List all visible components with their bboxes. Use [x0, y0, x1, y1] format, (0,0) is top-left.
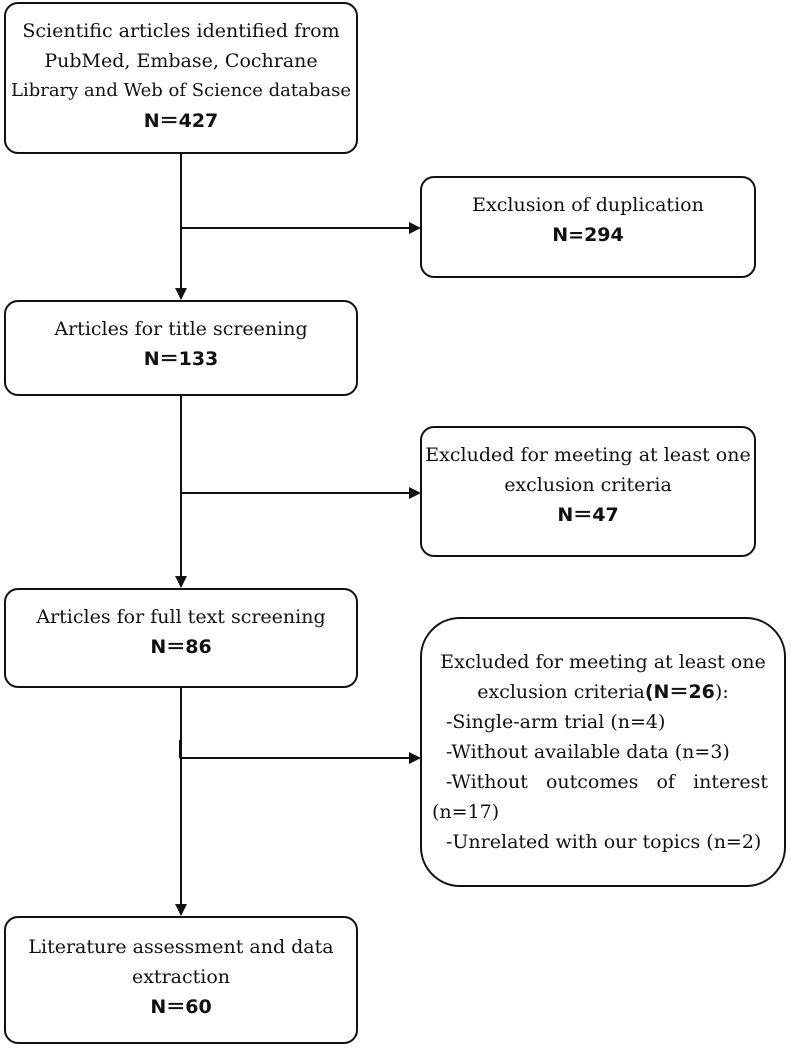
connector-identified-to-title: [180, 154, 182, 288]
final-box: Literature assessment and data extractio…: [4, 916, 358, 1044]
full-text-label: Articles for full text screening: [36, 606, 326, 628]
criteria-prefix: exclusion criteria: [477, 681, 645, 703]
exclusion-item-single-arm: -Single-arm trial (n=4): [446, 711, 666, 733]
exclusion-item-unrelated: -Unrelated with our topics (n=2): [446, 831, 762, 853]
word-3: of: [656, 771, 675, 793]
connector-fulltext-to-final: [180, 688, 182, 904]
final-count: N＝60: [150, 996, 212, 1018]
word-1: -Without: [446, 771, 528, 793]
identified-line-3: Library and Web of Science database: [10, 80, 351, 101]
arrow-head-fulltext: [175, 576, 187, 588]
arrow-head-excluded-title: [409, 487, 421, 499]
full-text-box: Articles for full text screening N＝86: [4, 588, 358, 688]
connector-to-excluded-title: [181, 492, 410, 494]
excluded-title-count: N＝47: [557, 504, 619, 526]
excluded-full-criteria: exclusion criteria(N＝26):: [422, 677, 784, 707]
final-line-1: Literature assessment and data: [28, 936, 334, 958]
arrow-head-title: [175, 288, 187, 300]
connector-title-to-fulltext: [180, 396, 182, 576]
title-screening-label: Articles for title screening: [54, 318, 308, 340]
criteria-count: (N＝26: [644, 681, 715, 703]
excluded-title-box: Excluded for meeting at least one exclus…: [420, 426, 756, 557]
exclusion-item-no-outcomes-count: (n=17): [432, 801, 500, 823]
identified-line-2: PubMed, Embase, Cochrane: [44, 50, 318, 72]
identified-count: N＝427: [143, 110, 219, 132]
exclusion-item-no-outcomes: -Without outcomes of interest: [446, 767, 768, 797]
identified-box: Scientific articles identified from PubM…: [4, 2, 358, 154]
exclusion-item-no-data: -Without available data (n=3): [446, 741, 730, 763]
duplication-label: Exclusion of duplication: [472, 194, 704, 216]
connector-to-excluded-full: [181, 757, 410, 759]
word-2: outcomes: [545, 771, 639, 793]
excluded-full-heading: Excluded for meeting at least one: [440, 651, 766, 673]
arrow-head-excluded-full: [409, 752, 421, 764]
excluded-full-box: Excluded for meeting at least one exclus…: [420, 617, 786, 887]
duplication-count: N=294: [552, 224, 624, 246]
title-screening-count: N＝133: [143, 348, 219, 370]
full-text-count: N＝86: [150, 636, 212, 658]
arrow-head-final: [175, 904, 187, 916]
arrow-head-duplication: [409, 222, 421, 234]
connector-to-duplication: [181, 227, 410, 229]
branch-tick: [179, 740, 182, 758]
criteria-suffix: ):: [714, 681, 729, 703]
final-line-2: extraction: [131, 966, 231, 988]
excluded-title-line-1: Excluded for meeting at least one: [425, 444, 751, 466]
identified-line-1: Scientific articles identified from: [22, 20, 340, 42]
word-4: interest: [693, 771, 768, 793]
title-screening-box: Articles for title screening N＝133: [4, 300, 358, 396]
duplication-box: Exclusion of duplication N=294: [420, 176, 756, 278]
excluded-title-line-2: exclusion criteria: [504, 474, 672, 496]
